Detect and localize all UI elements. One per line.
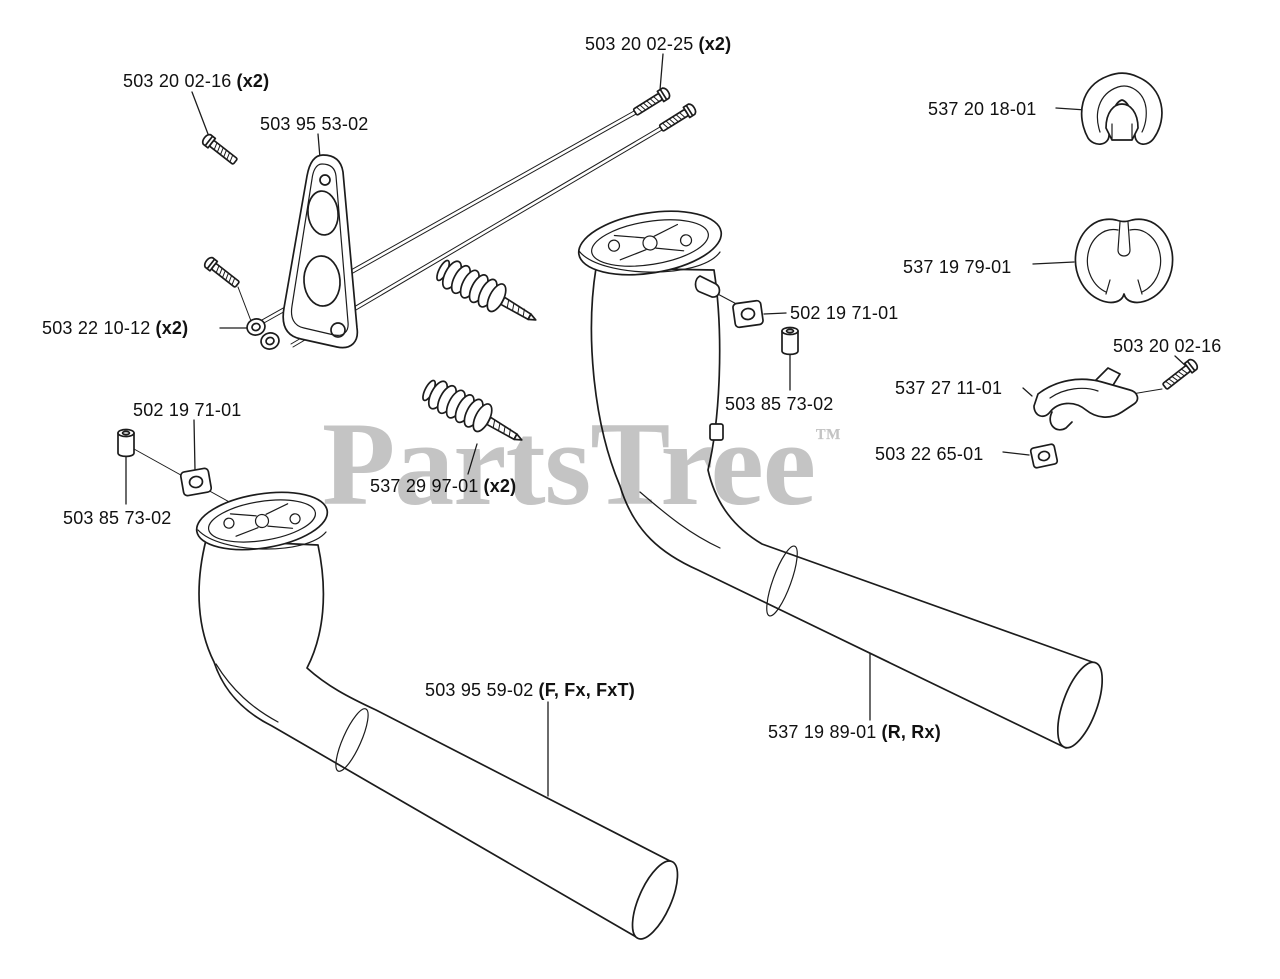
part-label-503-85-73-02-left: 503 85 73-02 [63,508,172,528]
part-label-503-20-02-25: 503 20 02-25(x2) [585,34,732,54]
part-label-537-20-18-01: 537 20 18-01 [928,99,1037,119]
handle-tube-left [195,491,679,940]
screw-top-center-1 [631,85,673,119]
part-label-537-19-79-01: 537 19 79-01 [903,257,1012,277]
screw-top-left-2 [201,255,242,291]
part-label-503-22-10-12: 503 22 10-12(x2) [42,318,189,338]
part-label-503-20-02-16: 503 20 02-16 [1113,336,1222,356]
washer-1 [244,316,268,338]
part-label-503-20-02-16-x2: 503 20 02-16(x2) [123,71,270,91]
bushing-left [117,428,135,458]
square-nut-right [731,299,765,329]
part-label-503-22-65-01: 503 22 65-01 [875,444,984,464]
part-label-503-95-53-02: 503 95 53-02 [260,114,369,134]
part-label-502-19-71-01-left: 502 19 71-01 [133,400,242,420]
part-label-503-95-59-02: 503 95 59-02(F, Fx, FxT) [425,680,635,700]
part-label-503-85-73-02-right: 503 85 73-02 [725,394,834,414]
bushing-right [781,326,799,356]
handle-tube-right [577,210,1104,749]
vibration-spring-1 [431,254,545,333]
part-label-537-29-97-01: 537 29 97-01(x2) [370,476,517,496]
clip-part [1080,72,1163,145]
screw-top-center-2 [657,101,699,135]
clamp-part [1074,218,1174,304]
square-nut-left [179,466,213,498]
part-label-537-19-89-01: 537 19 89-01(R, Rx) [768,722,941,742]
part-label-502-19-71-01-right: 502 19 71-01 [790,303,899,323]
vibration-spring-2 [417,374,531,453]
screw-top-left-1 [199,132,240,168]
handle-bracket-part [1033,367,1139,431]
leader-lines [125,53,1189,797]
washer-2 [258,330,282,352]
flange-nut-part [1029,443,1059,469]
screw-right [1160,357,1201,393]
bracket-plate [282,154,359,349]
part-label-537-27-11-01: 537 27 11-01 [895,378,1003,398]
latch-hook [694,275,721,298]
